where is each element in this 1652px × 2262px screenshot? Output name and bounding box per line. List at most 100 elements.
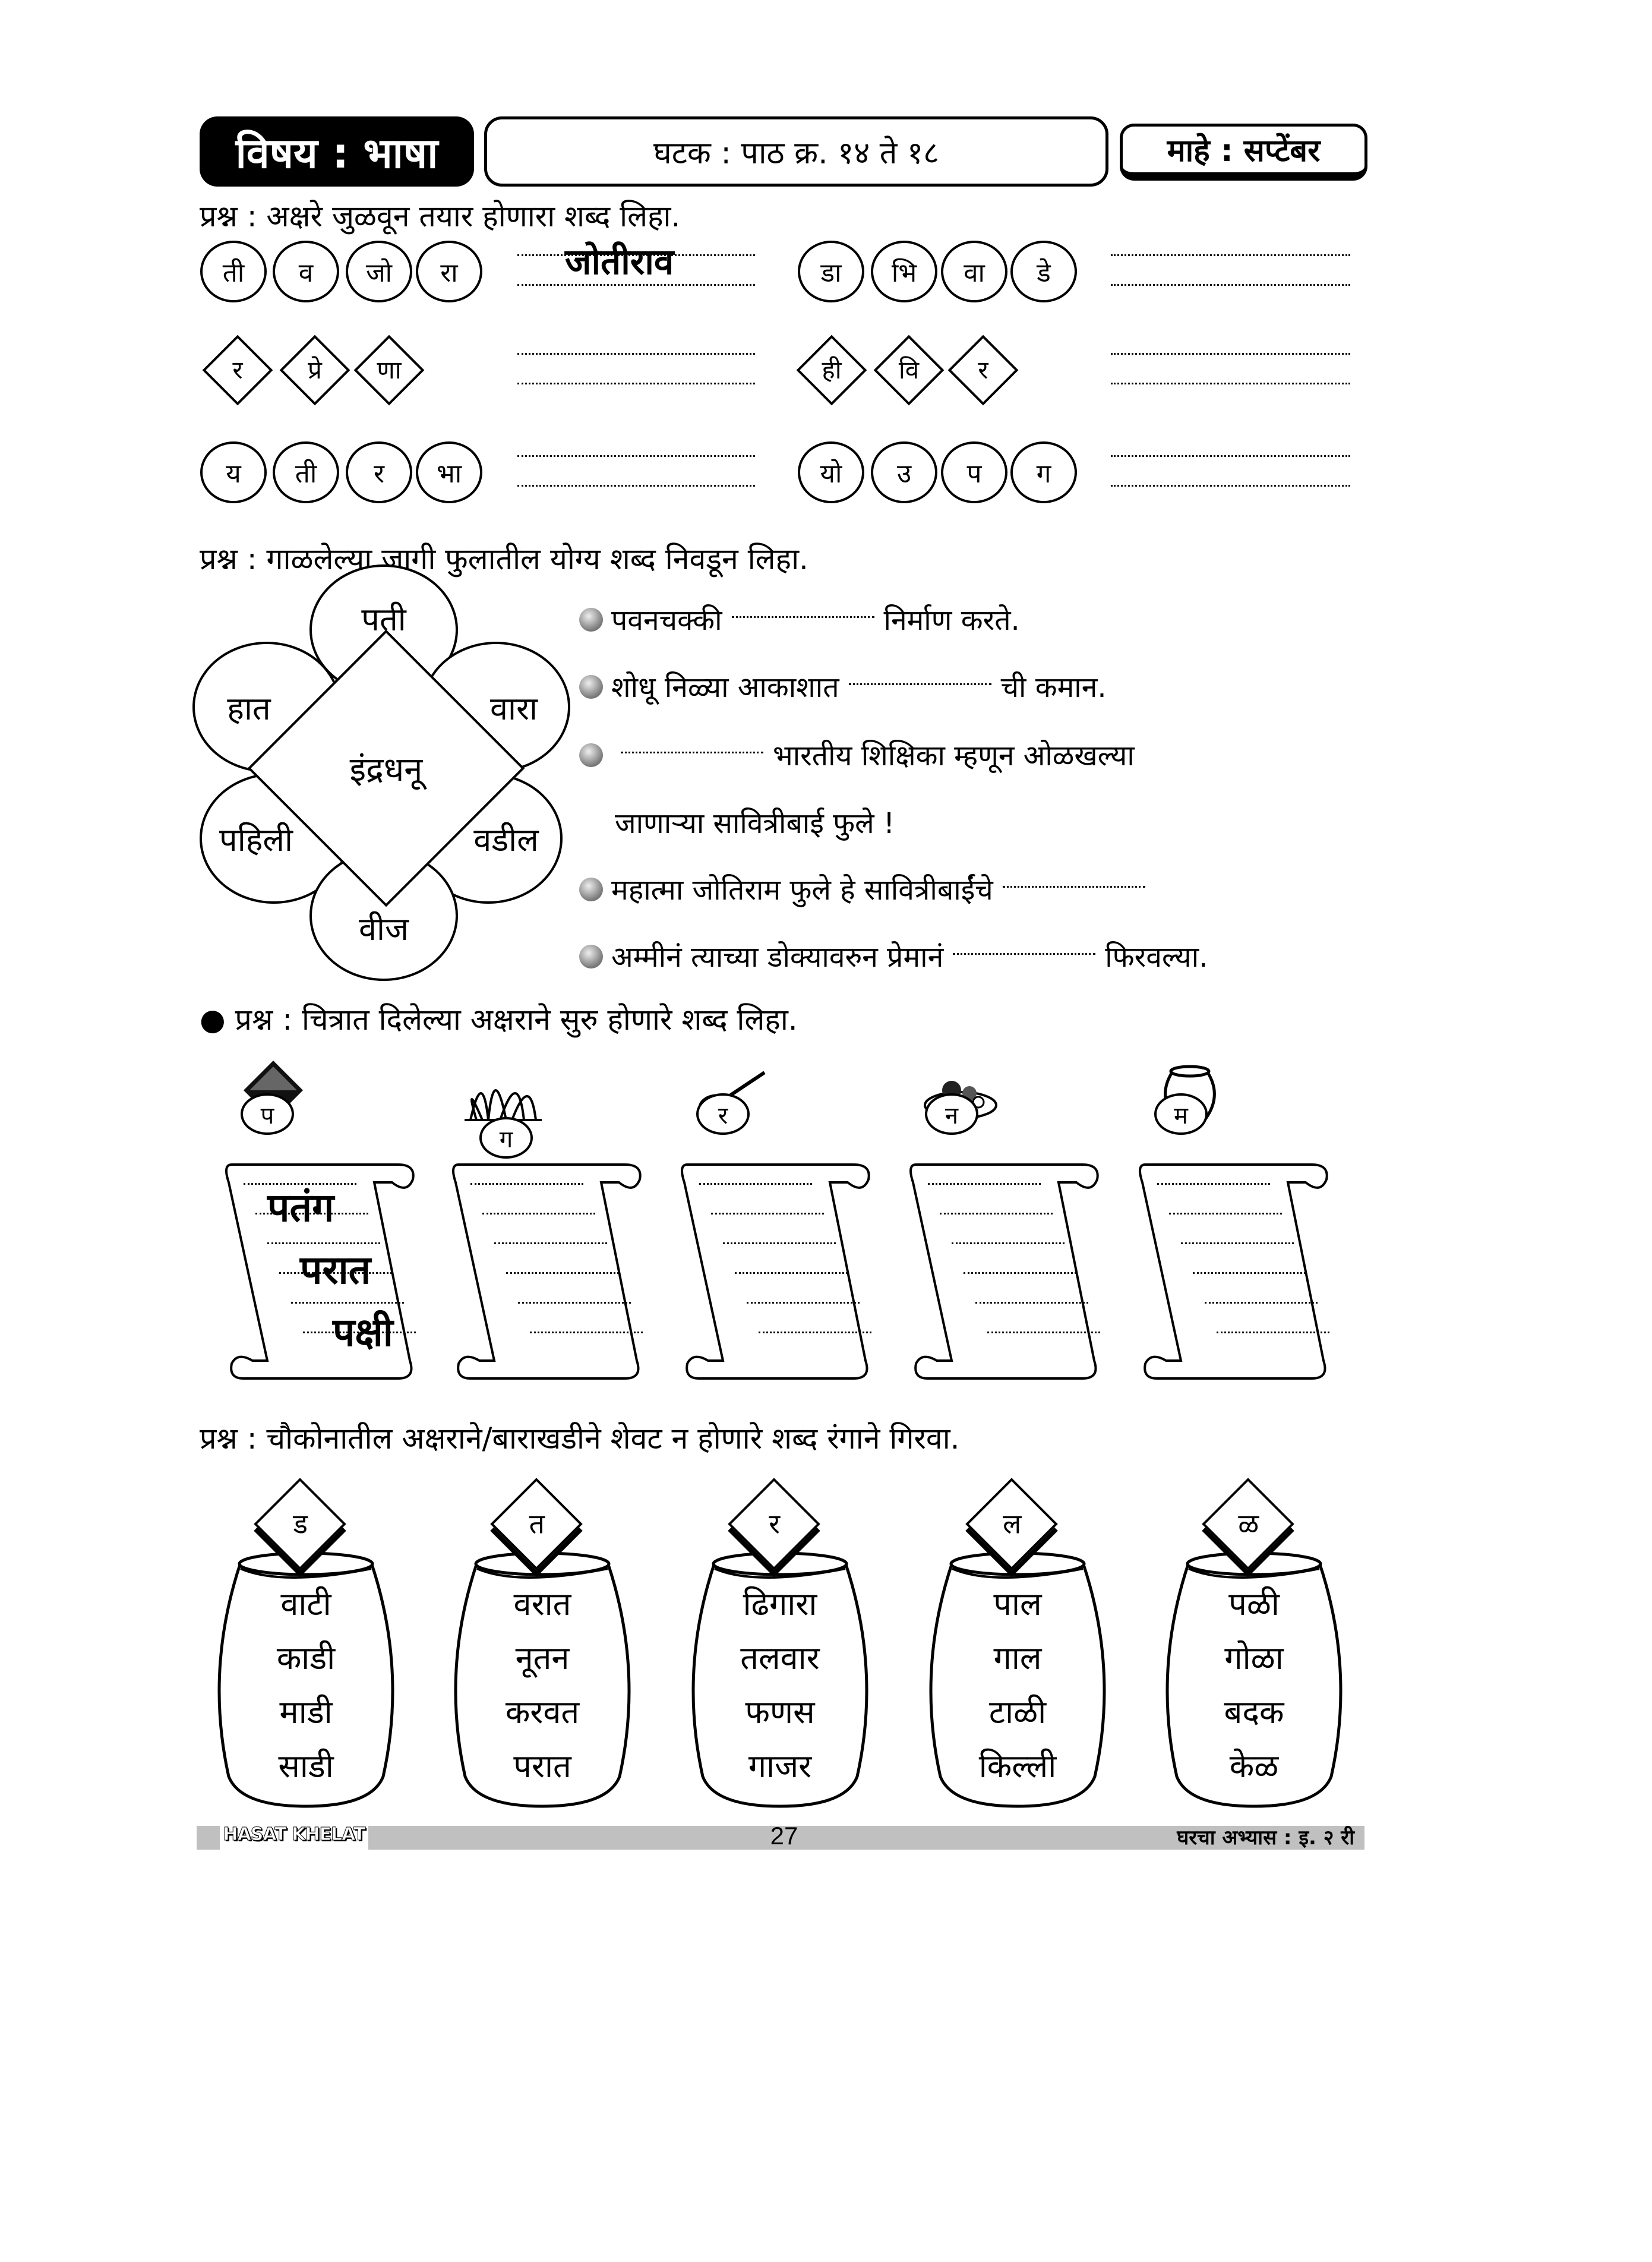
letter-diamond: र [947, 335, 1019, 406]
pot-word[interactable]: पाल [993, 1585, 1042, 1623]
pot-word[interactable]: करवत [505, 1693, 580, 1731]
pot-word[interactable]: तलवार [740, 1639, 820, 1677]
scroll-line[interactable] [1169, 1212, 1282, 1214]
answer-line[interactable] [1111, 484, 1350, 487]
pot-word[interactable]: काडी [276, 1639, 336, 1677]
pot-word[interactable]: वरात [513, 1585, 571, 1623]
scroll-line[interactable] [952, 1242, 1065, 1244]
unit-label: घटक : पाठ क्र. १४ ते १८ [484, 116, 1108, 187]
pot-word[interactable]: बदक [1224, 1693, 1284, 1731]
start-letter: प [241, 1093, 294, 1135]
answer-line[interactable] [1111, 382, 1350, 384]
scroll-line[interactable] [244, 1182, 356, 1185]
letter-text: वि [898, 355, 920, 384]
letter-circle: यो [798, 441, 864, 503]
q3-title: ● प्रश्न : चित्रात दिलेल्या अक्षराने सुर… [200, 1002, 798, 1037]
pot-word[interactable]: ढिगारा [743, 1585, 817, 1623]
page-number: 27 [770, 1822, 798, 1850]
answer-line[interactable] [517, 382, 755, 384]
scroll-line[interactable] [723, 1242, 836, 1244]
letter-diamond: णा [353, 335, 425, 406]
q2-title: प्रश्न : गाळलेल्या जागी फुलातील योग्य शब… [200, 542, 808, 576]
scroll-line[interactable] [267, 1242, 380, 1244]
blank-line[interactable] [953, 937, 1096, 955]
scroll-line[interactable] [987, 1331, 1100, 1333]
scroll-line[interactable] [964, 1272, 1076, 1274]
sentence-text: जाणाऱ्या सावित्रीबाई फुले ! [615, 807, 895, 840]
answer-line[interactable] [1111, 283, 1350, 286]
petal-word: वीज [358, 910, 409, 948]
pot-word[interactable]: केळ [1229, 1747, 1279, 1785]
pot-word[interactable]: पळी [1228, 1585, 1280, 1623]
pot-word[interactable]: परात [513, 1747, 571, 1785]
petal-word: हात [227, 690, 271, 727]
scroll-line[interactable] [711, 1212, 824, 1214]
scroll-line[interactable] [975, 1301, 1088, 1304]
scroll-line[interactable] [928, 1182, 1041, 1185]
scroll [220, 1153, 422, 1390]
scroll-line[interactable] [699, 1182, 812, 1185]
petal-word: वारा [489, 690, 538, 727]
letter-circle: रा [416, 241, 482, 302]
scroll-line[interactable] [255, 1212, 368, 1214]
answer-line[interactable] [517, 254, 755, 256]
scroll-line[interactable] [1205, 1301, 1318, 1304]
pot-word[interactable]: गाल [993, 1639, 1042, 1677]
fill-sentence: पवनचक्कीनिर्माण करते. [579, 600, 1020, 639]
scroll-line[interactable] [279, 1272, 392, 1274]
sentence-text: अम्मीनं त्याच्या डोक्यावरुन प्रेमानं [611, 941, 944, 974]
scroll-line[interactable] [470, 1182, 583, 1185]
letter-circle: ग [1010, 441, 1077, 503]
scroll-line[interactable] [759, 1331, 871, 1333]
answer-line[interactable] [517, 283, 755, 286]
pot-word[interactable]: नूतन [515, 1639, 570, 1677]
subject-label: विषय : भाषा [200, 116, 474, 187]
blank-line[interactable] [621, 736, 763, 753]
answer-line[interactable] [1111, 455, 1350, 457]
scroll-word: पतंग [267, 1185, 334, 1231]
pot-word[interactable]: फणस [745, 1693, 815, 1731]
scroll-line[interactable] [940, 1212, 1053, 1214]
pot-word[interactable]: माडी [279, 1693, 333, 1731]
scroll-line[interactable] [482, 1212, 595, 1214]
month-label: माहे : सप्टेंबर [1120, 124, 1367, 181]
scroll-line[interactable] [530, 1331, 643, 1333]
letter-circle: ती [200, 241, 267, 302]
scroll-line[interactable] [735, 1272, 848, 1274]
scroll-line[interactable] [518, 1301, 631, 1304]
letter-circle: र [346, 441, 412, 503]
letter-circle: य [200, 441, 267, 503]
sentence-text: पवनचक्की [611, 604, 722, 637]
pot-word[interactable]: गाजर [748, 1747, 812, 1785]
scroll-line[interactable] [1193, 1272, 1306, 1274]
pot-word[interactable]: गोळा [1224, 1639, 1284, 1677]
blank-line[interactable] [1002, 870, 1145, 888]
scroll-line[interactable] [1217, 1331, 1329, 1333]
scroll-line[interactable] [747, 1301, 860, 1304]
blank-line[interactable] [848, 667, 991, 685]
answer-line[interactable] [1111, 254, 1350, 256]
answer-line[interactable] [517, 455, 755, 457]
scroll-line[interactable] [1181, 1242, 1294, 1244]
pot-word[interactable]: साडी [278, 1747, 334, 1785]
answer-line[interactable] [517, 352, 755, 355]
sentence-text: शोधू निळ्या आकाशात [611, 671, 839, 704]
fill-sentence: अम्मीनं त्याच्या डोक्यावरुन प्रेमानंफिरव… [579, 937, 1208, 976]
pot-word[interactable]: टाळी [988, 1693, 1047, 1731]
answer-line[interactable] [517, 484, 755, 487]
pot-word[interactable]: वाटी [280, 1585, 331, 1623]
answer-line[interactable] [1111, 352, 1350, 355]
scroll-line[interactable] [291, 1301, 404, 1304]
letter-text: णा [377, 355, 402, 384]
scroll-line[interactable] [1157, 1182, 1270, 1185]
letter-diamond: वि [873, 335, 945, 406]
blank-line[interactable] [731, 600, 874, 618]
answer-text: जोतीराव [565, 241, 674, 283]
letter-text: ल [1003, 1507, 1022, 1540]
scroll-line[interactable] [506, 1272, 619, 1274]
scroll-line[interactable] [303, 1331, 416, 1333]
letter-circle: भा [416, 441, 482, 503]
pot-word[interactable]: किल्ली [978, 1747, 1057, 1785]
scroll-line[interactable] [494, 1242, 607, 1244]
